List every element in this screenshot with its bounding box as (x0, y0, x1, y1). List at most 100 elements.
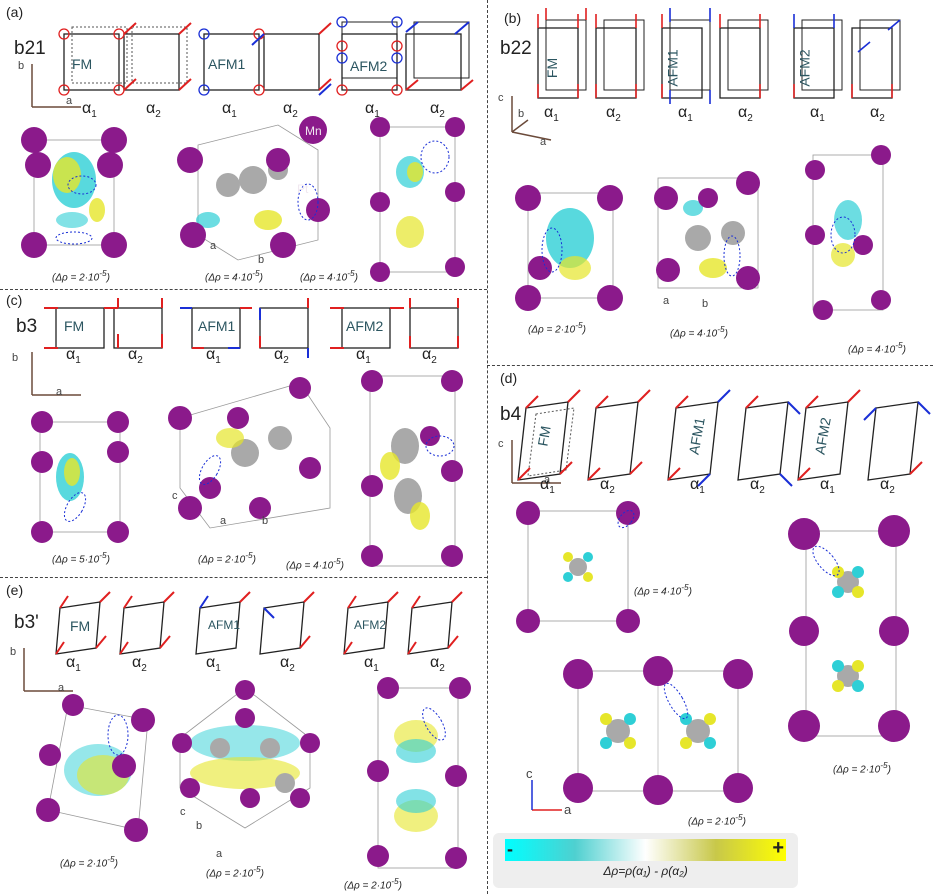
spin-cells-afm2 (797, 389, 931, 481)
spin-cells-fm (44, 298, 163, 349)
cell-axis-a: a (220, 515, 227, 527)
alpha-label: α1 (678, 104, 693, 125)
delta-rho-label: (Δρ = 4·10-5) (634, 582, 692, 598)
delta-rho-label: (Δρ = 4·10-5) (848, 340, 906, 356)
colorbar-plus: + (772, 837, 784, 859)
density-image-afm1 (172, 680, 320, 829)
divider-b-d (487, 365, 933, 366)
density-image-fm (515, 185, 623, 311)
spin-cells-afm1 (661, 8, 769, 104)
spin-cells-afm1 (667, 389, 801, 487)
density-image-afm2 (361, 370, 463, 567)
cell-axis-b: b (262, 515, 269, 527)
alpha-label: α1 (810, 104, 825, 125)
state-label-fm: FM (72, 56, 93, 72)
density-image-fm (21, 127, 127, 258)
axis-label-b: b (12, 352, 19, 364)
axis-label-a: a (56, 386, 63, 398)
density-image-afm2 (367, 677, 471, 869)
spin-cells-fm (517, 389, 651, 481)
panel-a-tag: (a) (6, 4, 24, 20)
density-image-fm (31, 411, 129, 543)
vertical-divider (487, 0, 488, 894)
density-image-side (788, 515, 910, 742)
panel-a-structure: b21 (14, 38, 46, 59)
spin-cells-afm1 (198, 22, 332, 96)
delta-rho-label: (Δρ = 2·10-5) (198, 550, 256, 566)
cell-axis-b: b (702, 298, 709, 310)
alpha-label: α1 (540, 476, 555, 497)
spin-cells-afm2 (793, 14, 901, 99)
cell-axis-b: b (196, 820, 203, 832)
density-image-afm1 (177, 116, 330, 261)
alpha-label: α1 (206, 346, 221, 367)
colorbar-gradient (505, 839, 786, 861)
spin-cells-fm (537, 8, 645, 99)
alpha-label: α2 (146, 100, 161, 121)
cell-axis-a: a (663, 295, 670, 307)
alpha-label: α1 (690, 476, 705, 497)
atom-label-pt: Pt (297, 182, 309, 196)
axis-label-c: c (526, 766, 533, 781)
alpha-label: α1 (82, 100, 97, 121)
alpha-label: α2 (280, 654, 295, 675)
delta-rho-label: (Δρ = 2·10-5) (688, 812, 746, 828)
panel-b-structure: b22 (500, 38, 532, 59)
cell-axis-c: c (172, 490, 178, 502)
alpha-label: α2 (283, 100, 298, 121)
atom-label-mn: Mn (305, 124, 322, 138)
axis-label-a: a (58, 682, 65, 694)
alpha-label: α2 (274, 346, 289, 367)
axes-icon (511, 96, 552, 141)
spin-cells-afm2 (336, 16, 474, 96)
axis-label-a: a (544, 474, 551, 486)
axis-label-c: c (498, 92, 504, 104)
spin-cells-afm1 (195, 591, 315, 655)
divider-c-e (0, 577, 487, 578)
panel-d-structure: b4 (500, 404, 522, 425)
alpha-label: α1 (66, 654, 81, 675)
state-label-afm1: AFM1 (198, 318, 236, 334)
panel-d: (d) b4 c a FM AFM1 AFM2 α1 α2 α1 α (488, 366, 933, 894)
axes-icon (23, 648, 73, 692)
spin-cells-fm (55, 591, 175, 655)
panel-e: (e) b3' b a FM AFM1 AFM2 α1 α2 α1 α2 α1 … (0, 578, 487, 894)
axes-icon (31, 352, 81, 396)
colorbar-legend: - + Δρ=ρ(α₁) - ρ(α₂) (493, 833, 798, 888)
delta-rho-label: (Δρ = 2·10-5) (344, 876, 402, 892)
alpha-label: α1 (66, 346, 81, 367)
colorbar-minus: - (507, 839, 513, 859)
alpha-label: α1 (365, 100, 380, 121)
panel-c-tag: (c) (6, 292, 23, 308)
alpha-label: α2 (870, 104, 885, 125)
cell-axis-c: c (180, 806, 186, 818)
delta-rho-label: (Δρ = 2·10-5) (833, 760, 891, 776)
panel-e-tag: (e) (6, 582, 24, 598)
axes-icon (31, 64, 81, 108)
delta-rho-label: (Δρ = 4·10-5) (286, 556, 344, 572)
state-label-afm1: AFM1 (664, 49, 681, 87)
panel-c: (c) b3 b a FM AFM1 AFM2 α1 α2 α1 α2 α1 α… (0, 290, 487, 577)
alpha-label: α1 (544, 104, 559, 125)
density-image-bottom (563, 656, 753, 805)
alpha-label: α2 (430, 654, 445, 675)
alpha-label: α1 (222, 100, 237, 121)
state-label-afm1: AFM1 (208, 618, 241, 632)
alpha-label: α1 (206, 654, 221, 675)
alpha-label: α2 (430, 100, 445, 121)
delta-rho-label: (Δρ = 4·10-5) (670, 324, 728, 340)
spin-cells-afm2 (330, 298, 459, 349)
cell-axis-a: a (216, 848, 223, 860)
spin-cells-afm1 (180, 298, 309, 358)
density-image-afm1 (168, 377, 331, 529)
state-label-fm: FM (64, 318, 85, 334)
axes-icon (511, 440, 561, 484)
delta-rho-label: (Δρ = 2·10-5) (206, 864, 264, 880)
axis-label-a: a (66, 95, 73, 107)
delta-rho-label: (Δρ = 2·10-5) (528, 320, 586, 336)
state-label-afm2: AFM2 (350, 58, 388, 74)
panel-b-tag: (b) (504, 10, 522, 26)
state-label-fm: FM (544, 57, 561, 79)
panel-b: (b) b22 c b a FM AFM1 AFM2 α1 (488, 0, 933, 365)
state-label-fm: FM (70, 618, 91, 634)
